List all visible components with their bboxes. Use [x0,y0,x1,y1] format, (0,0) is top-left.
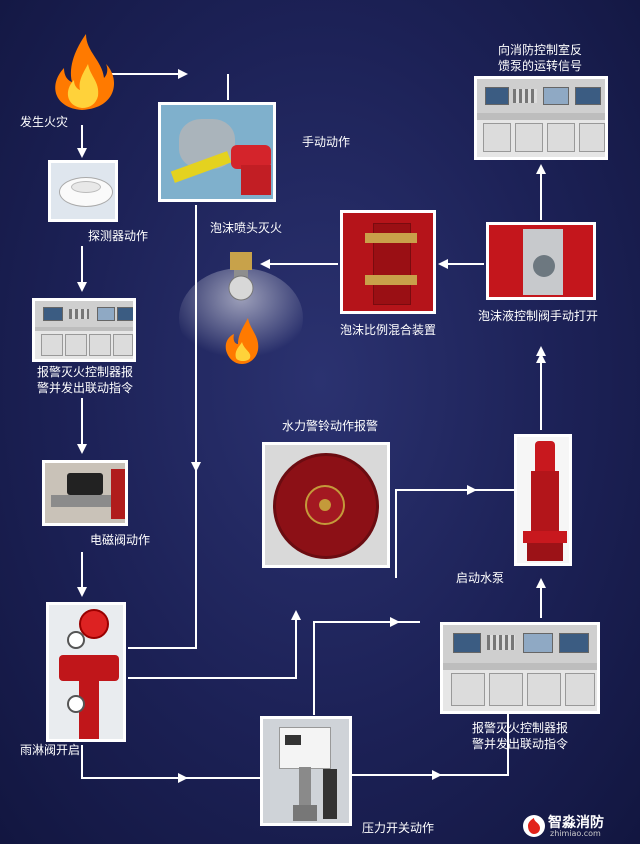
control-room-panel [474,76,608,160]
foam-valve-label: 泡沫液控制阀手动打开 [478,309,599,323]
deluge-label: 雨淋阀开启 [20,743,81,757]
smoke-detector-image [48,160,118,222]
controller2-label-line1: 报警灭火控制器报 [471,721,568,735]
detector-sensor [71,181,101,193]
controller-panel-2 [440,622,600,714]
foam-nozzle-label: 泡沫喷头灭火 [210,221,283,235]
pressure-switch-label: 压力开关动作 [362,821,435,835]
foam-valve-image [486,222,596,300]
solenoid-label: 电磁阀动作 [90,533,151,547]
water-bell-label: 水力警铃动作报警 [282,419,379,433]
solenoid-valve-image [42,460,128,526]
feedback-label-line2: 馈泵的运转信号 [497,59,582,73]
proportioner-label: 泡沫比例混合装置 [340,323,437,337]
brand-logo: 智淼消防 zhimiao.com [520,812,636,840]
water-pump-image [514,434,572,566]
manual-label: 手动动作 [302,135,351,149]
controller2-label-line2: 警并发出联动指令 [471,737,568,751]
proportioner-image [340,210,436,314]
water-bell-image [262,442,390,568]
deluge-valve-image [46,602,126,742]
manual-valve-image [158,102,276,202]
start-pump-label: 启动水泵 [456,571,505,585]
brand-mark-icon [523,815,545,837]
controller1-label-line2: 警并发出联动指令 [36,381,133,395]
feedback-label-line1: 向消防控制室反 [497,43,582,57]
brand-name: 智淼消防 [548,815,604,831]
pressure-switch-image [260,716,352,826]
controller1-label-line1: 报警灭火控制器报 [36,365,133,379]
fire-icon [55,34,115,110]
controller-panel-1 [32,298,136,362]
fire-label: 发生火灾 [20,115,69,129]
brand-url: zhimiao.com [550,829,601,838]
foam-spray-icon [179,252,303,368]
detector-label: 探测器动作 [88,229,149,243]
